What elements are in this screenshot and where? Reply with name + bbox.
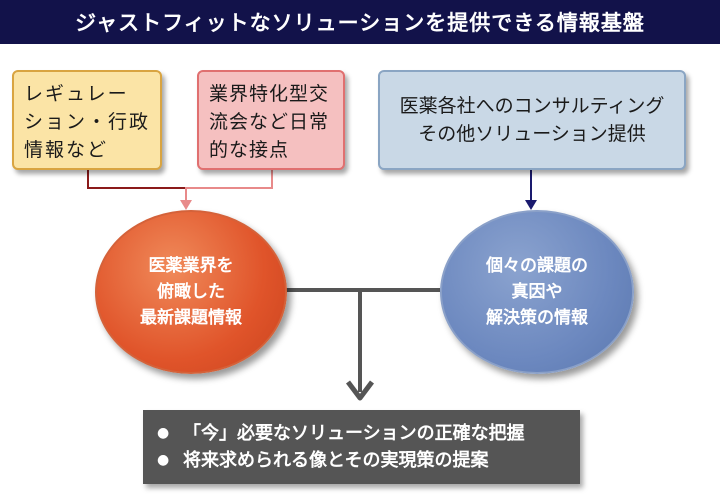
bullet-icon: ● xyxy=(157,452,170,468)
regulation-line-3: 情報など xyxy=(24,139,109,161)
root-cause-circle: 個々の課題の 真因や 解決策の情報 xyxy=(440,210,634,374)
industry-exchange-box: 業界特化型交 流会など日常 的な接点 xyxy=(197,70,345,170)
result-arrowhead xyxy=(346,380,374,401)
right-circle-line-1: 個々の課題の xyxy=(486,256,588,276)
regulation-info-box: レギュレー ション・行政 情報など xyxy=(12,70,162,170)
regulation-line-2: ション・行政 xyxy=(24,111,151,133)
result-item-text: 「今」必要なソリューションの正確な把握 xyxy=(183,423,525,444)
consulting-line-1: 医薬各社へのコンサルティング xyxy=(399,95,665,117)
regulation-connector xyxy=(87,170,186,189)
result-box: ● 「今」必要なソリューションの正確な把握 ● 将来求められる像とその実現策の提… xyxy=(143,410,580,484)
consulting-line-2: その他ソリューション提供 xyxy=(418,123,646,145)
page-title: ジャストフィットなソリューションを提供できる情報基盤 xyxy=(0,0,720,44)
regulation-line-1: レギュレー xyxy=(24,83,129,105)
industry-line-3: 的な接点 xyxy=(209,139,290,161)
consulting-arrowhead xyxy=(525,200,537,210)
consulting-box: 医薬各社へのコンサルティング その他ソリューション提供 xyxy=(378,70,686,170)
industry-connector xyxy=(185,170,273,203)
industry-arrowhead xyxy=(180,200,192,210)
right-circle-line-3: 解決策の情報 xyxy=(486,308,588,328)
bullet-icon: ● xyxy=(157,425,170,441)
result-item-text: 将来求められる像とその実現策の提案 xyxy=(183,450,489,471)
right-circle-line-2: 真因や xyxy=(511,282,563,302)
industry-line-1: 業界特化型交 xyxy=(209,83,330,105)
left-circle-line-2: 俯瞰した xyxy=(157,282,225,302)
industry-overview-circle: 医薬業界を 俯瞰した 最新課題情報 xyxy=(95,210,287,374)
result-item: ● 将来求められる像とその実現策の提案 xyxy=(157,447,580,474)
left-circle-line-3: 最新課題情報 xyxy=(140,308,242,328)
result-item: ● 「今」必要なソリューションの正確な把握 xyxy=(157,420,580,447)
industry-line-2: 流会など日常 xyxy=(209,111,330,133)
left-circle-line-1: 医薬業界を xyxy=(148,256,234,276)
